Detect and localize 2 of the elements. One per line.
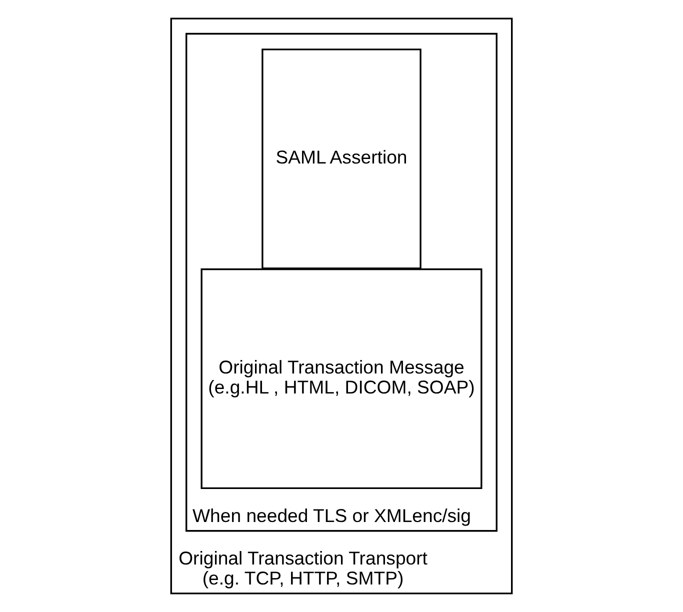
node-box: Original Transaction Message (e.g.HL , HTML, DICOM, SOAP): [200, 268, 482, 490]
node-box: SAML Assertion: [262, 48, 422, 270]
